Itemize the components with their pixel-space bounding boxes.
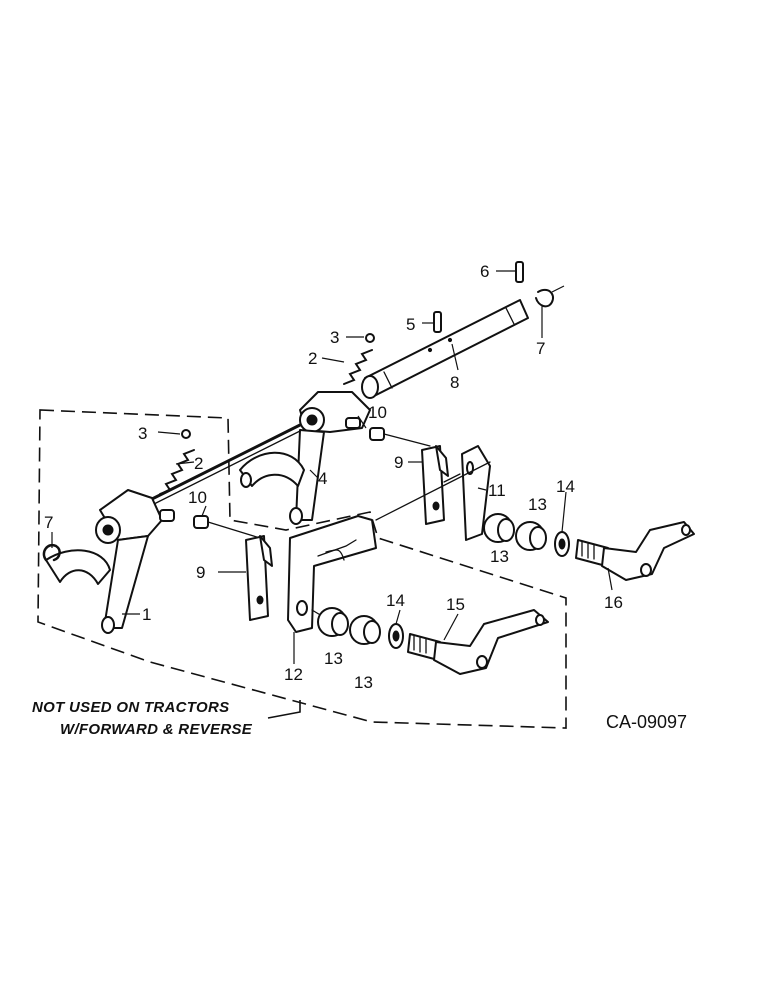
label-part-7-lower: 7 [44, 513, 53, 532]
detent-spring-lower [159, 429, 195, 495]
shift-lever-15 [407, 609, 549, 675]
shift-rail [361, 299, 529, 399]
upper-shift-fork [239, 391, 371, 525]
label-part-10-lower: 10 [188, 488, 207, 507]
label-part-9-upper: 9 [394, 453, 403, 472]
cover-plate-12 [287, 515, 377, 633]
bearing-lower-1 [317, 607, 349, 637]
bearing-upper-2 [515, 521, 547, 551]
shift-lever-16 [575, 521, 695, 581]
label-part-13-lower-1: 13 [324, 649, 343, 668]
drawing-code: CA-09097 [606, 712, 687, 732]
label-part-2-lower: 2 [194, 454, 203, 473]
snap-ring-lower [42, 543, 61, 562]
label-part-4: 4 [318, 469, 327, 488]
label-part-9-lower: 9 [196, 563, 205, 582]
label-part-6: 6 [480, 262, 489, 281]
label-part-2-upper: 2 [308, 349, 317, 368]
label-part-13-upper-1: 13 [528, 495, 547, 514]
bushing-upper [369, 427, 385, 441]
lock-plate-11 [461, 445, 491, 541]
label-part-1: 1 [142, 605, 151, 624]
detent-spring-upper [343, 333, 375, 385]
roll-pin-5 [433, 311, 442, 333]
optional-group-boundary [37, 409, 567, 729]
bearing-upper-1 [483, 513, 515, 543]
label-part-16: 16 [604, 593, 623, 612]
label-part-11: 11 [488, 481, 506, 500]
label-part-5: 5 [406, 315, 415, 334]
lower-shift-fork [45, 489, 175, 634]
label-part-15: 15 [446, 595, 465, 614]
interlock-lower [245, 535, 273, 621]
label-part-3-lower: 3 [138, 424, 147, 443]
seal-lower [388, 623, 404, 649]
label-part-14-upper: 14 [556, 477, 575, 496]
label-part-12: 12 [284, 665, 303, 684]
label-part-14-lower: 14 [386, 591, 405, 610]
leader-lines [51, 270, 613, 719]
note-line-2: W/FORWARD & REVERSE [60, 721, 253, 738]
fork-link-rod [148, 423, 302, 502]
label-part-13-upper-2: 13 [490, 547, 509, 566]
bearing-lower-2 [349, 615, 381, 645]
label-part-8: 8 [450, 373, 459, 392]
note-line-1: NOT USED ON TRACTORS [32, 699, 229, 716]
roll-pin-6 [515, 261, 524, 283]
interlock-upper [421, 445, 449, 525]
bushing-lower [193, 515, 209, 529]
label-part-13-lower-2: 13 [354, 673, 373, 692]
label-part-3-upper: 3 [330, 328, 339, 347]
label-part-10-upper: 10 [368, 403, 387, 422]
snap-ring-upper [535, 288, 554, 308]
seal-upper [554, 531, 570, 557]
label-part-7-upper: 7 [536, 339, 545, 358]
